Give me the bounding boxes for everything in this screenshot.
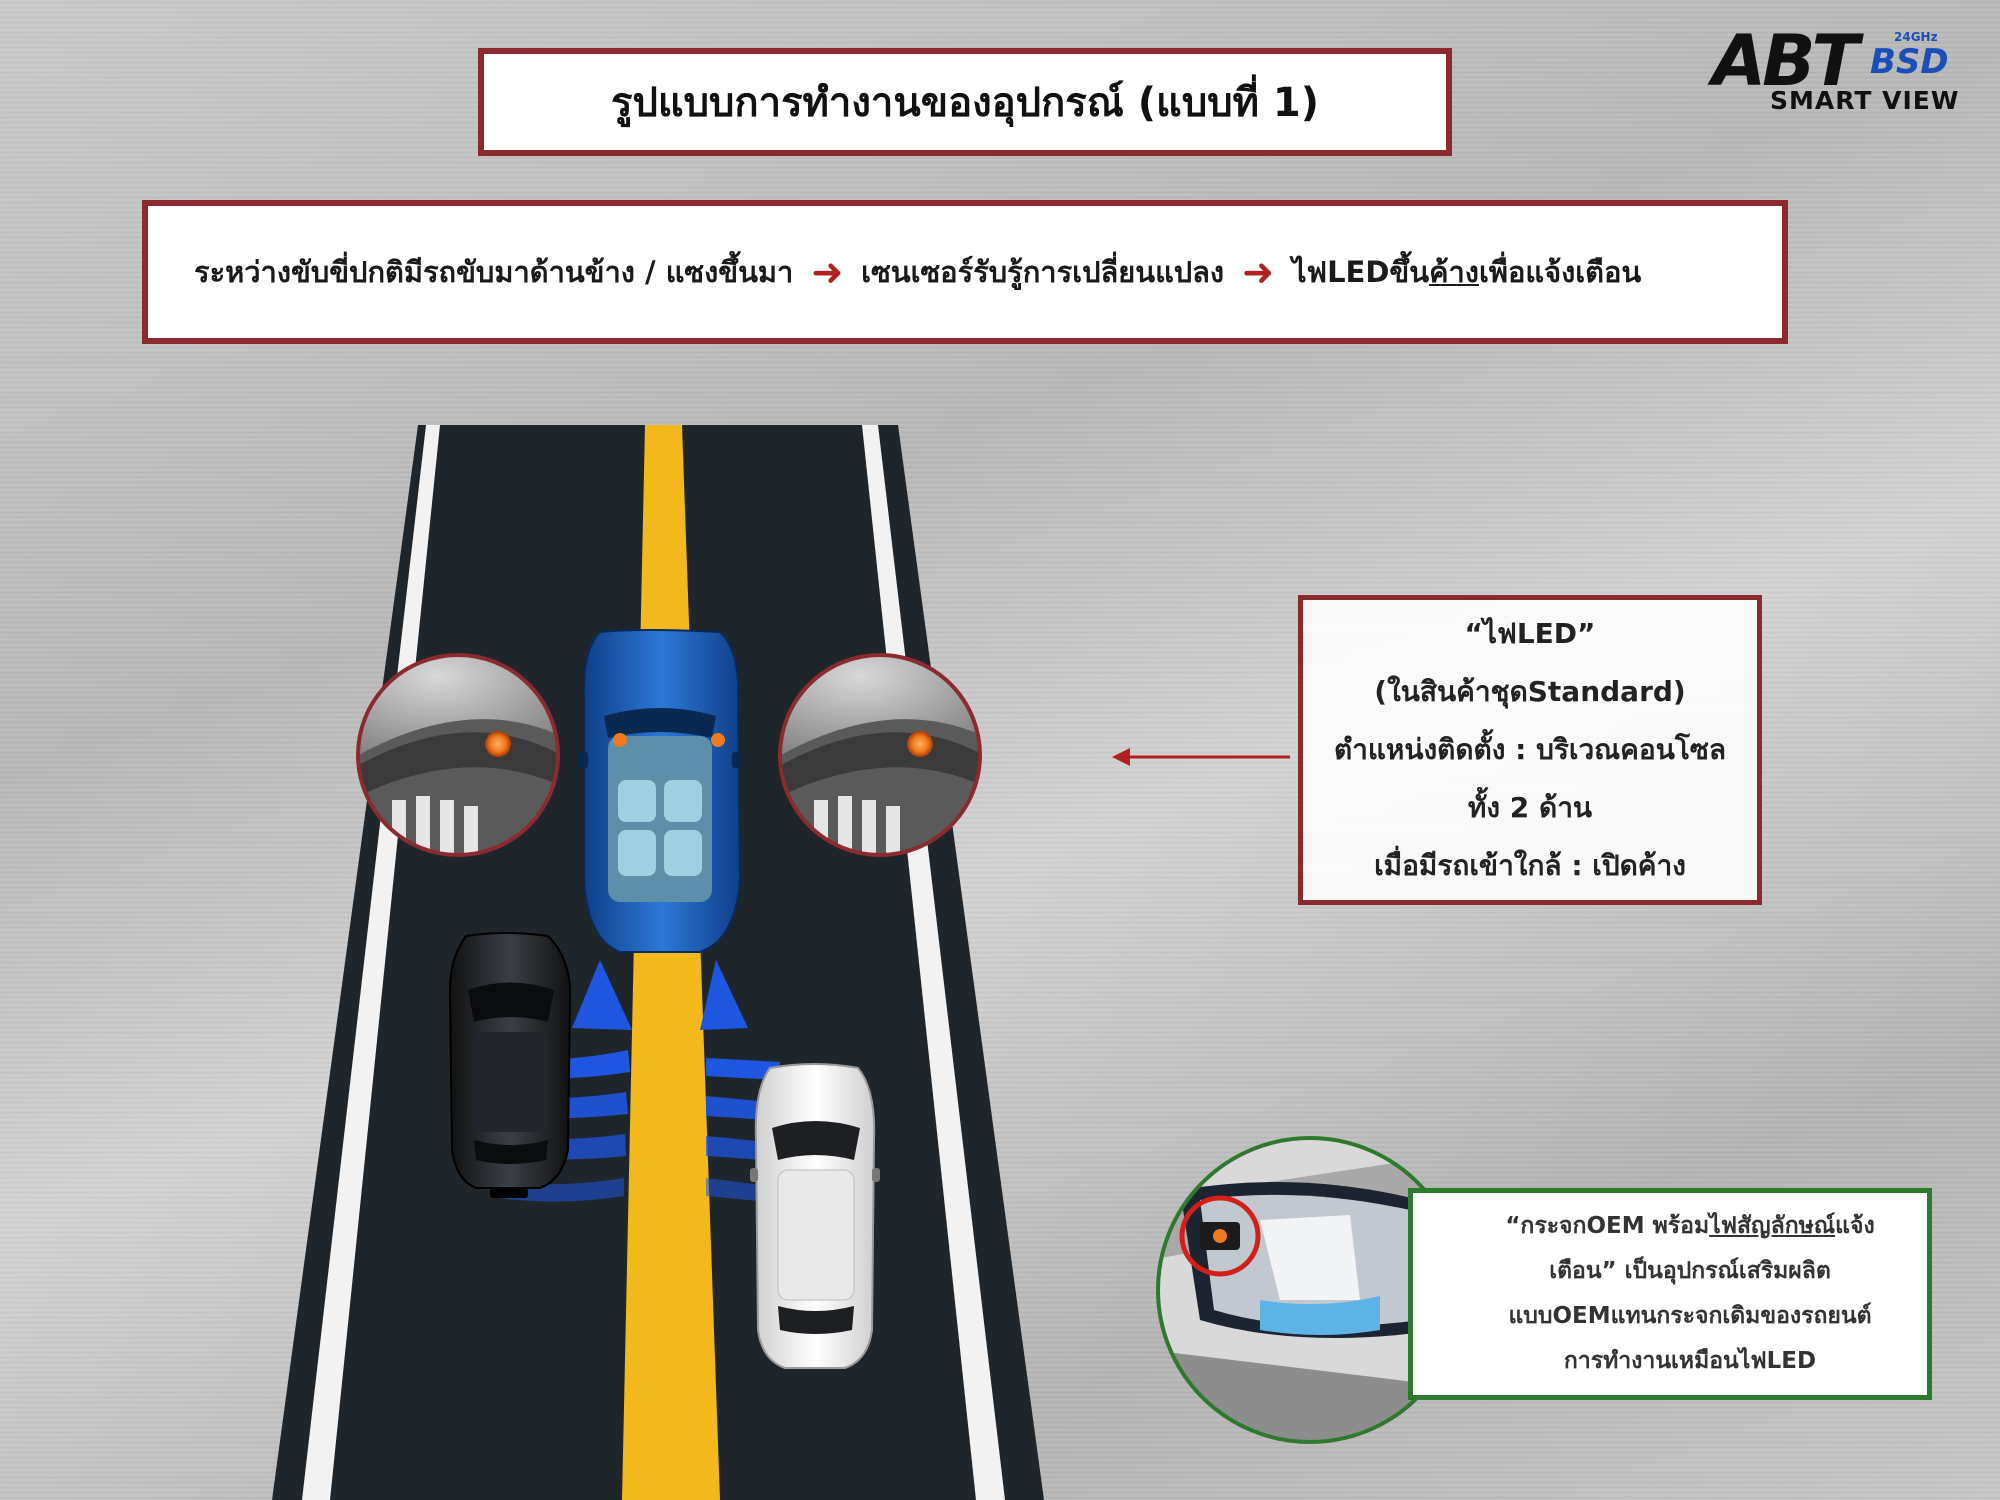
flow-arrow-icon: ➜ (811, 250, 844, 294)
mirror-info-line-1-emphasis: ไฟสัญลักษณ์ (1709, 1213, 1836, 1239)
flow-step-3-suffix: เพื่อแจ้งเตือน (1478, 255, 1642, 289)
mirror-info-line-1-suffix: แจ้ง (1835, 1213, 1875, 1239)
page-title: รูปแบบการทำงานของอุปกรณ์ (แบบที่ 1) (610, 80, 1320, 126)
pointer-arrow-icon (1112, 748, 1290, 766)
mirror-info-line-4: การทำงานเหมือนไฟLED (1563, 1348, 1817, 1374)
logo-frequency-text: 24GHz (1894, 30, 1938, 44)
led-info-position: ตำแหน่งติดตั้ง : บริเวณคอนโซล (1333, 733, 1727, 766)
flow-description-box: ระหว่างขับขี่ปกติมีรถขับมาด้านข้าง / แซง… (142, 200, 1788, 344)
led-info-package: (ในสินค้าชุดStandard) (1374, 675, 1686, 708)
led-light-right-icon (907, 731, 933, 757)
flow-arrow-icon: ➜ (1242, 250, 1274, 294)
logo-subtitle-text: SMART VIEW (1770, 86, 1960, 115)
white-car (750, 1063, 880, 1369)
led-info-behavior: เมื่อมีรถเข้าใกล้ : เปิดค้าง (1374, 849, 1686, 882)
flow-step-3-prefix: ไฟLEDขึ้น (1291, 255, 1430, 289)
led-closeup-right (778, 653, 982, 857)
mirror-info-line-3: แบบOEMแทนกระจกเดิมของรถยนต์ (1508, 1303, 1872, 1329)
led-indicator-right-icon (711, 733, 725, 747)
logo-product-text: BSD (1870, 42, 1949, 82)
flow-step-3-emphasis: ค้าง (1429, 255, 1479, 289)
flow-step-3: ไฟLEDขึ้นค้างเพื่อแจ้งเตือน (1292, 249, 1641, 295)
logo-brand-text: ABT (1712, 20, 1859, 102)
title-box: รูปแบบการทำงานของอุปกรณ์ (แบบที่ 1) (478, 48, 1452, 156)
led-indicator-left-icon (613, 733, 627, 747)
led-light-left-icon (485, 731, 511, 757)
flow-step-1: ระหว่างขับขี่ปกติมีรถขับมาด้านข้าง / แซง… (194, 255, 794, 289)
dark-car (448, 932, 572, 1198)
mirror-warning-light-icon (1213, 1229, 1227, 1243)
mirror-info-line-2: เตือน” เป็นอุปกรณ์เสริมผลิต (1549, 1258, 1831, 1284)
mirror-info-box: “กระจกOEM พร้อมไฟสัญลักษณ์แจ้ง เตือน” เป… (1408, 1188, 1932, 1400)
flow-step-2: เซนเซอร์รับรู้การเปลี่ยนแปลง (861, 255, 1225, 289)
led-info-sides: ทั้ง 2 ด้าน (1467, 791, 1593, 824)
led-info-box: “ไฟLED” (ในสินค้าชุดStandard) ตำแหน่งติด… (1298, 595, 1762, 905)
blue-car (578, 629, 742, 953)
led-info-title: “ไฟLED” (1464, 617, 1596, 650)
mirror-highlight-ring (1179, 1195, 1261, 1277)
mirror-info-line-1: “กระจกOEM พร้อมไฟสัญลักษณ์แจ้ง (1505, 1204, 1874, 1249)
mirror-info-line-1-prefix: “กระจกOEM พร้อม (1505, 1213, 1710, 1239)
brand-logo: ABT 24GHz BSD SMART VIEW (1712, 20, 1972, 120)
